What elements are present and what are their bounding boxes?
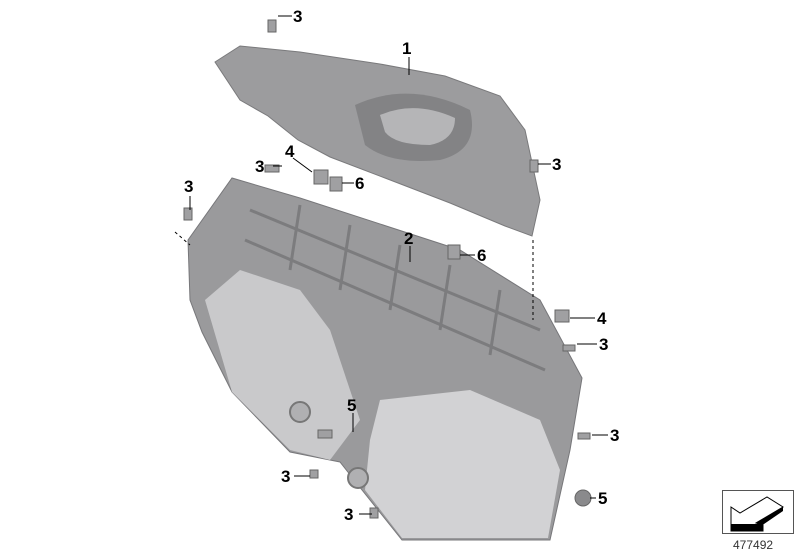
callout-3-top-screw: 3 (293, 7, 303, 26)
callout-3-screw-4: 3 (610, 426, 620, 445)
callout-5-grommet-2: 5 (598, 489, 608, 508)
direction-arrow-icon (730, 496, 784, 532)
callout-6-rubber-mount: 6 (355, 174, 365, 193)
callout-3-screw-5: 3 (281, 467, 291, 486)
part-1-upper-cover (214, 45, 541, 237)
callout-6-rubber-mount-2: 6 (477, 246, 487, 265)
leader-lines (189, 15, 608, 515)
callout-3-screw: 3 (255, 157, 265, 176)
fasteners (183, 19, 592, 519)
callout-4-clip-nut: 4 (285, 142, 295, 161)
callout-3-screw-6: 3 (344, 505, 354, 524)
callout-5-grommet: 5 (347, 396, 357, 415)
callout-3-screw-3: 3 (599, 335, 609, 354)
callout-3-screw-left: 3 (184, 177, 194, 196)
callout-3-screw-right: 3 (552, 155, 562, 174)
part-2-bracket (187, 177, 583, 541)
diagram-number: 477492 (733, 538, 774, 552)
orientation-arrow-box (722, 490, 794, 534)
callout-2-bracket: 2 (404, 229, 414, 248)
callout-4-clip-nut-2: 4 (597, 309, 607, 328)
callout-1-upper-cover: 1 (402, 39, 412, 58)
